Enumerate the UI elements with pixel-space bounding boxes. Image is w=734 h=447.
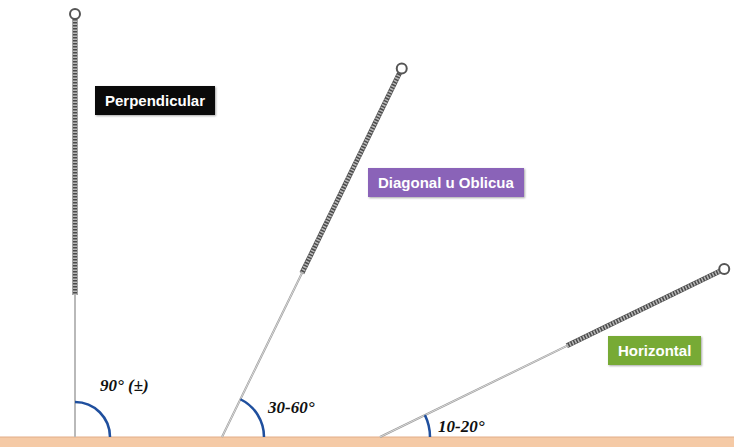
label-box: Horizontal xyxy=(608,336,701,365)
angle-arc xyxy=(425,415,430,437)
needle-ring xyxy=(719,264,729,274)
handle-coil xyxy=(567,271,720,346)
handle-coil xyxy=(73,19,77,295)
label-text: Horizontal xyxy=(618,342,691,359)
label-text: Diagonal u Oblicua xyxy=(378,174,514,191)
angle-arc xyxy=(75,402,110,437)
needle-shaft xyxy=(74,295,76,437)
angle-label: 10-20° xyxy=(438,417,484,437)
needle-shine xyxy=(380,346,567,437)
label-box: Perpendicular xyxy=(95,86,215,115)
angle-label: 30-60° xyxy=(268,398,314,418)
angle-arc xyxy=(240,399,264,437)
skin-surface xyxy=(0,437,734,447)
needle-handle xyxy=(73,19,78,295)
needle-ring xyxy=(70,9,80,19)
needle-handle xyxy=(567,271,720,346)
acupuncture-needle xyxy=(222,63,407,437)
needle-shaft xyxy=(380,346,567,437)
needle-shine xyxy=(75,295,76,437)
acupuncture-needle xyxy=(70,9,80,437)
acupuncture-needle xyxy=(380,264,729,437)
needle-ring xyxy=(397,63,407,73)
label-box: Diagonal u Oblicua xyxy=(368,168,524,197)
angle-label: 90° (±) xyxy=(100,376,149,396)
label-text: Perpendicular xyxy=(105,92,205,109)
